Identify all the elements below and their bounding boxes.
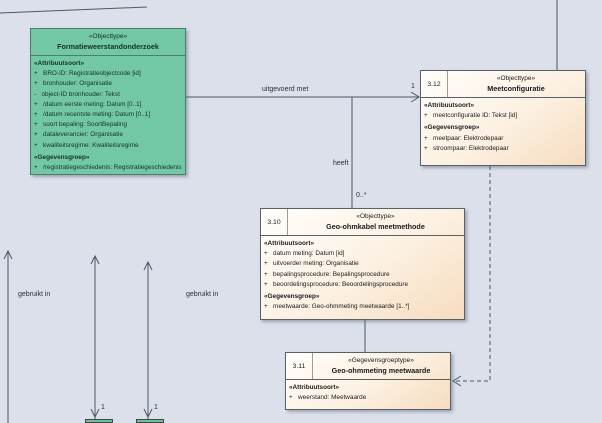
edge-label-uitgevoerd-met: uitgevoerd met [262,86,309,93]
class-box-meetconfiguratie[interactable]: 3.12 «Objecttype» Meetconfiguratie «Attr… [420,70,586,166]
attribute-row: + kwaliteitsregime: Kwaliteitsregime [34,141,139,149]
attribute-row: + weerstand: Meetwaarde [289,394,367,402]
class-stereotype: «Objecttype» [88,33,128,40]
multiplicity-meetconfiguratie: 1 [411,83,415,90]
edge-arrowhead [3,249,13,260]
edge-label-gebruikt-in-left: gebruikt in [18,291,51,298]
attribute-row: + datum meting: Datum [id] [264,250,345,258]
class-title: Meetconfiguratie [487,84,545,93]
attribute-row: + meetwaarde: Geo-ohmmeting meetwaarde [… [264,303,410,311]
edge-top-left [0,6,148,14]
edge-gebruikt-in-left [90,254,100,419]
attribute-row: + beoordelingsprocedure: Beoordelingspro… [264,280,409,288]
class-stereotype: «Gegevensgroeptype» [348,357,414,364]
class-header: 3.10 «Objecttype» Geo-ohmkabel meetmetho… [261,209,464,236]
multiplicity-meetmethode: 0..* [356,192,367,199]
attribute-row: + bronhouder: Organisatie [34,80,112,88]
class-title: Formatieweerstandonderzoek [57,42,159,51]
edge-gebruikt-in-right [143,260,153,419]
attribute-row: + stroompaar: Elektrodepaar [424,144,509,152]
edge-arrowhead [410,91,420,103]
stereotype-row: «Gegevensgroep» [34,153,90,161]
attribute-row: + bepalingsprocedure: Bepalingsprocedure [264,270,390,278]
attribute-row: - object-ID bronhouder: Tekst [34,90,120,98]
class-number: 3.12 [421,71,448,97]
class-header: 3.11 «Gegevensgroeptype» Geo-ohmmeting m… [286,353,450,380]
edge-arrowhead [143,408,153,419]
edge-arrowhead [143,260,153,271]
edge-arrowhead [452,375,462,387]
attribute-row: + dataleverancier: Organisatie [34,131,123,139]
attribute-row: + /registratiegeschiedenis: Registratieg… [34,164,182,172]
attribute-row: + uitvoerder meting: Organisatie [264,260,359,268]
edge-segment [0,6,148,14]
stereotype-row: «Attribuutsoort» [264,240,315,247]
class-stereotype: «Objecttype» [356,213,395,220]
edge-label-heeft: heeft [333,160,349,167]
multiplicity-bottom-left: 1 [101,404,105,411]
attribute-row: + /datum eerste meting: Datum [0..1] [34,100,142,108]
cutoff-class-box-left[interactable] [85,419,113,423]
edge-uitgevoerd-met [186,91,420,103]
class-title: Geo-ohmmeting meetwaarde [331,366,431,375]
attribute-row: + meetpaar: Elektrodepaar [424,134,504,142]
stereotype-row: «Gegevensgroep» [264,293,320,301]
stereotype-row: «Attribuutsoort» [34,60,85,67]
class-attribute-list: «Attribuutsoort» + datum meting: Datum [i… [261,236,464,312]
edge-arrowhead [90,254,100,265]
class-header: «Objecttype» Formatieweerstandonderzoek [31,29,185,56]
attribute-row: + meetconfiguratie ID: Tekst [id] [424,112,518,120]
stereotype-row: «Gegevensgroep» [424,124,480,132]
class-number: 3.10 [261,209,288,235]
edge-label-gebruikt-in-right: gebruikt in [186,291,219,298]
stereotype-row: «Attribuutsoort» [424,102,475,109]
class-box-formatieweerstandonderzoek[interactable]: «Objecttype» Formatieweerstandonderzoek … [30,28,186,175]
multiplicity-bottom-right: 1 [154,404,158,411]
edge-arrowhead [90,408,100,419]
class-box-geo-ohmkabel-meetmethode[interactable]: 3.10 «Objecttype» Geo-ohmkabel meetmetho… [260,208,465,320]
class-number: 3.11 [286,353,313,379]
class-title: Geo-ohmkabel meetmethode [326,222,425,231]
attribute-row: + soort bepaling: SoortBepaling [34,121,127,129]
class-header: 3.12 «Objecttype» Meetconfiguratie [421,71,585,98]
attribute-row: + BRO-ID: Registratieobjectcode [id] [34,70,141,78]
class-box-geo-ohmmeting-meetwaarde[interactable]: 3.11 «Gegevensgroeptype» Geo-ohmmeting m… [285,352,451,410]
edge-meetwaarde-dependency [452,166,491,387]
class-stereotype: «Objecttype» [496,75,536,82]
edge-left-association [3,249,13,423]
edge-segment [453,166,491,382]
class-attribute-list: «Attribuutsoort» + meetconfiguratie ID: T… [421,98,585,154]
attribute-row: + /datum recentste meting: Datum [0..1] [34,111,150,119]
class-attribute-list: «Attribuutsoort» + BRO-ID: Registratieobj… [31,56,185,173]
cutoff-class-box-right[interactable] [136,419,164,423]
stereotype-row: «Attribuutsoort» [289,384,340,391]
class-attribute-list: «Attribuutsoort» + weerstand: Meetwaarde [286,380,450,403]
